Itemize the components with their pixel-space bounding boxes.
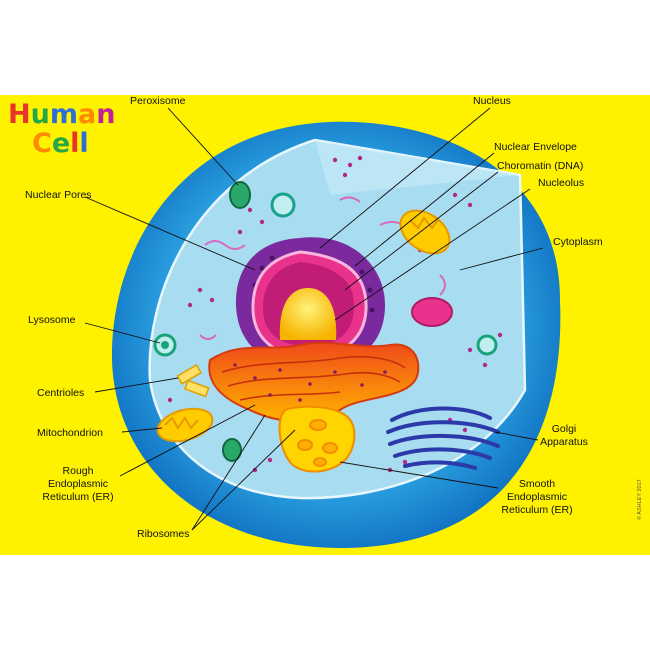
cytoskeleton-fibers (199, 196, 446, 340)
rough-endoplasmic-reticulum (208, 341, 420, 423)
lysosome (153, 333, 177, 357)
centrioles (176, 364, 210, 398)
label-nucleus: Nucleus (473, 95, 511, 107)
title-line-2: Cell (32, 128, 89, 159)
labels: Peroxisome Nucleus Nuclear Envelope Chor… (25, 95, 643, 540)
label-golgi-line-1: Golgi (552, 423, 577, 435)
label-golgi-line-2: Apparatus (540, 436, 588, 448)
label-peroxisome: Peroxisome (130, 95, 186, 107)
title-line-1: Human (8, 99, 115, 130)
vesicle (270, 192, 296, 218)
label-smooth-er: Smooth Endoplasmic Reticulum (ER) (501, 478, 572, 516)
label-smooth-er-line-3: Reticulum (ER) (501, 504, 572, 516)
mitochondrion-top (399, 209, 451, 255)
vacuole (411, 297, 453, 327)
label-smooth-er-line-1: Smooth (519, 478, 555, 490)
label-ribosomes: Ribosomes (137, 528, 190, 540)
label-golgi: Golgi Apparatus (540, 423, 588, 448)
label-mitochondrion: Mitochondrion (37, 427, 103, 439)
label-chromatin: Choromatin (DNA) (497, 160, 583, 172)
label-smooth-er-line-2: Endoplasmic (507, 491, 567, 503)
copyright-notice: © ASHLEY 2017 (636, 479, 643, 520)
vesicle-right (476, 334, 498, 356)
peroxisome (229, 181, 251, 209)
golgi-apparatus (386, 406, 500, 470)
label-leader-lines (84, 107, 544, 531)
label-nuclear-pores: Nuclear Pores (25, 189, 92, 201)
nucleolus (279, 288, 337, 340)
label-nucleolus: Nucleolus (538, 177, 584, 189)
label-centrioles: Centrioles (37, 387, 84, 399)
label-rough-er-line-3: Reticulum (ER) (42, 491, 113, 503)
smooth-endoplasmic-reticulum (278, 405, 356, 473)
nucleus (235, 237, 385, 369)
label-rough-er-line-1: Rough (63, 465, 94, 477)
label-cytoplasm: Cytoplasm (553, 236, 603, 248)
diagram-title: Human Cell (8, 99, 115, 159)
label-nuclear-envelope: Nuclear Envelope (494, 141, 577, 153)
label-rough-er-line-2: Endoplasmic (48, 478, 108, 490)
label-rough-er: Rough Endoplasmic Reticulum (ER) (42, 465, 113, 503)
peroxisome-lower (222, 438, 242, 462)
label-lysosome: Lysosome (28, 314, 76, 326)
